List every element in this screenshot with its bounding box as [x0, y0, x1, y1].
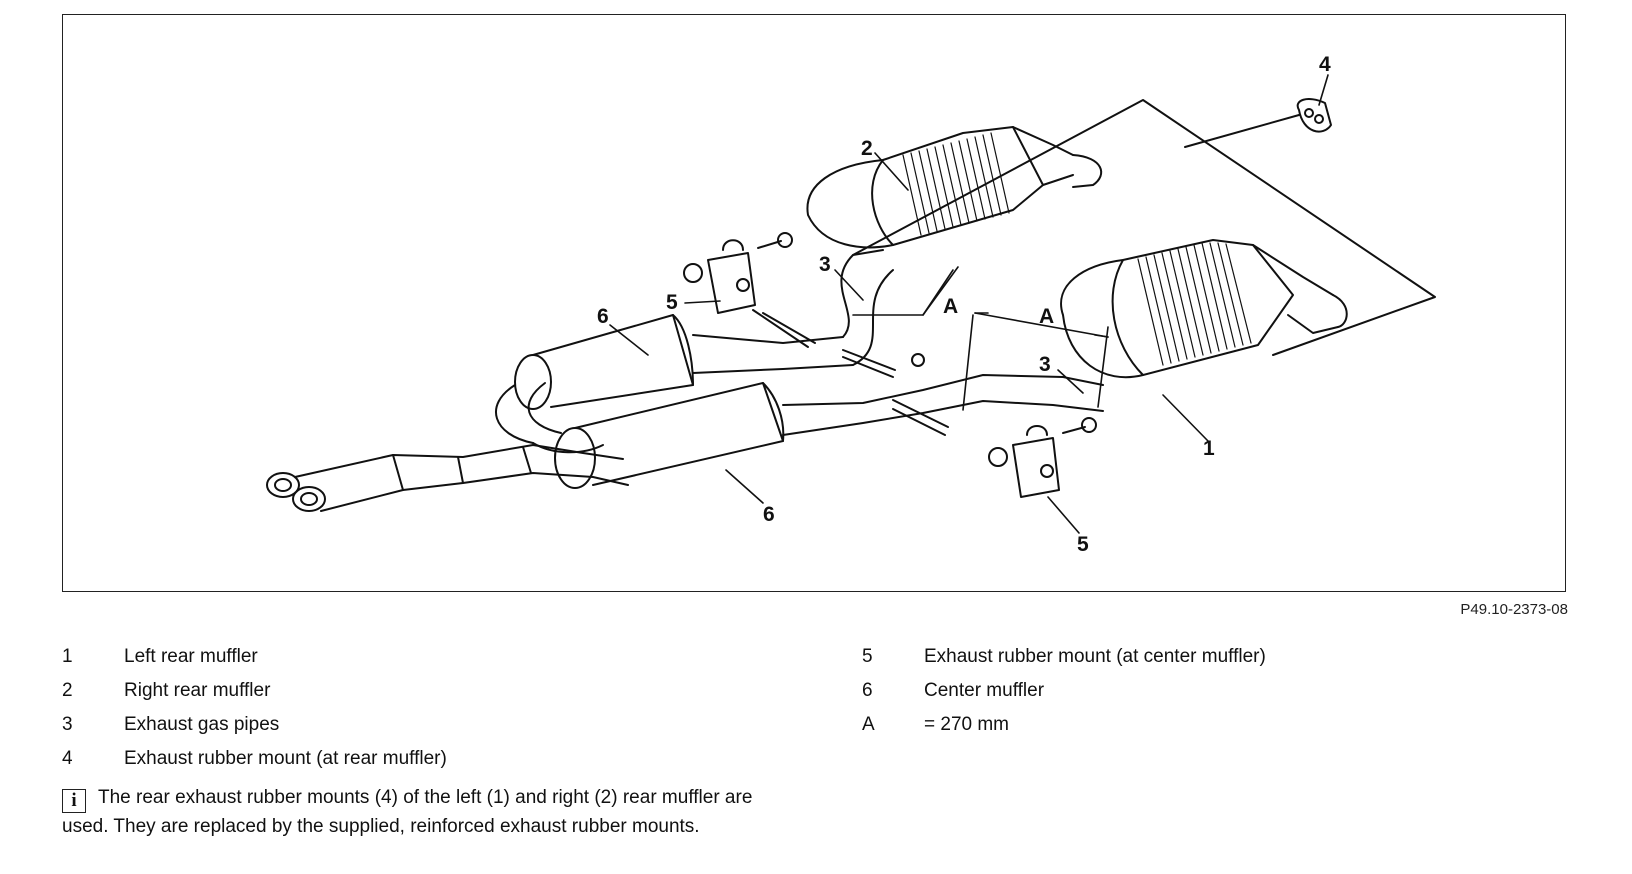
legend-item: A = 270 mm [862, 708, 1266, 742]
legend-left: 1 Left rear muffler 2 Right rear muffler… [62, 640, 447, 776]
legend-text: Right rear muffler [124, 680, 271, 701]
legend-item: 4 Exhaust rubber mount (at rear muffler) [62, 742, 447, 776]
hanger-rod [842, 349, 896, 378]
front-inlet-pipes [266, 444, 629, 512]
center-rubber-mount-lower [892, 399, 1097, 498]
callout-6-lower: 6 [763, 503, 775, 526]
legend-item: 6 Center muffler [862, 674, 1266, 708]
callout-2: 2 [861, 137, 873, 160]
info-note-text: The rear exhaust rubber mounts (4) of th… [62, 787, 753, 837]
legend-key: 6 [862, 680, 873, 701]
legend-right: 5 Exhaust rubber mount (at center muffle… [862, 640, 1266, 742]
leader-lines [609, 74, 1329, 534]
center-rubber-mount-upper [683, 232, 816, 348]
exhaust-system-diagram: 4 2 3 A A 3 1 5 6 6 5 [62, 14, 1566, 592]
center-muffler-upper [514, 314, 854, 410]
callout-5-lower: 5 [1077, 533, 1089, 556]
crossover-pipes [495, 382, 604, 454]
legend-key: 4 [62, 748, 73, 769]
callout-5-upper: 5 [666, 291, 678, 314]
callout-3-upper: 3 [819, 253, 831, 276]
callout-6-upper: 6 [597, 305, 609, 328]
legend-item: 3 Exhaust gas pipes [62, 708, 447, 742]
exhaust-drawing: 4 2 3 A A 3 1 5 6 6 5 [266, 53, 1436, 556]
info-icon: i [62, 789, 86, 813]
figure-id: P49.10-2373-08 [1460, 601, 1568, 618]
legend-item: 5 Exhaust rubber mount (at center muffle… [862, 640, 1266, 674]
legend-text: Left rear muffler [124, 646, 258, 667]
dimension-a-label-lower: A [1039, 305, 1054, 328]
rear-rubber-mount [1184, 98, 1332, 148]
dimension-a [852, 266, 1109, 411]
callout-4: 4 [1319, 53, 1331, 76]
legend-key: 3 [62, 714, 73, 735]
callout-3-lower: 3 [1039, 353, 1051, 376]
legend-key: 1 [62, 646, 73, 667]
legend-key: 5 [862, 646, 873, 667]
dimension-a-label-upper: A [943, 295, 958, 318]
legend-item: 2 Right rear muffler [62, 674, 447, 708]
legend-text: Exhaust gas pipes [124, 714, 280, 735]
mounting-plane [852, 99, 1436, 356]
center-muffler-lower [554, 374, 1104, 489]
legend-key: 2 [62, 680, 73, 701]
legend-text: = 270 mm [924, 714, 1010, 735]
right-rear-muffler [806, 126, 1103, 249]
legend-item: 1 Left rear muffler [62, 640, 447, 674]
legend-text: Center muffler [924, 680, 1045, 701]
legend-text: Exhaust rubber mount (at center muffler) [924, 646, 1266, 667]
left-rear-muffler [1060, 239, 1348, 379]
callout-1: 1 [1203, 437, 1215, 460]
legend-key: A [862, 714, 875, 735]
legend-text: Exhaust rubber mount (at rear muffler) [124, 748, 447, 769]
pipe-to-right-muffler [840, 249, 894, 366]
